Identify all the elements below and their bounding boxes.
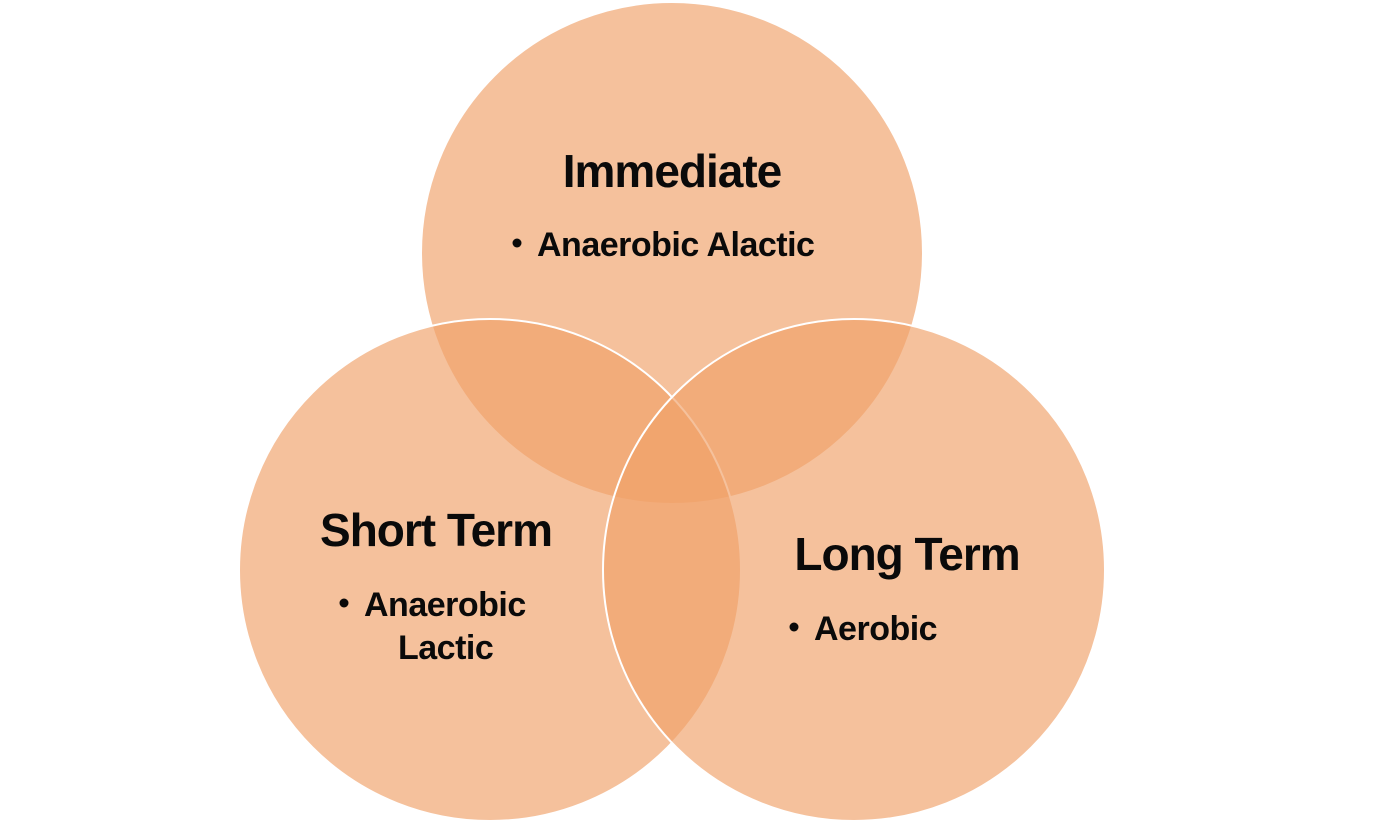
long-term-title: Long Term — [794, 528, 1019, 580]
short-term-bullet-dot — [339, 598, 349, 608]
short-term-bullet-text-line2: Lactic — [398, 629, 493, 667]
short-term-bullet-text-line1: Anaerobic — [364, 586, 526, 624]
immediate-bullet-dot — [512, 238, 522, 248]
long-term-bullet-text: Aerobic — [814, 610, 937, 648]
long-term-bullet-dot — [789, 622, 799, 632]
immediate-bullet-text: Anaerobic Alactic — [537, 226, 814, 264]
immediate-title: Immediate — [563, 145, 782, 197]
short-term-title: Short Term — [320, 504, 552, 556]
circle-long-term — [602, 318, 1106, 822]
